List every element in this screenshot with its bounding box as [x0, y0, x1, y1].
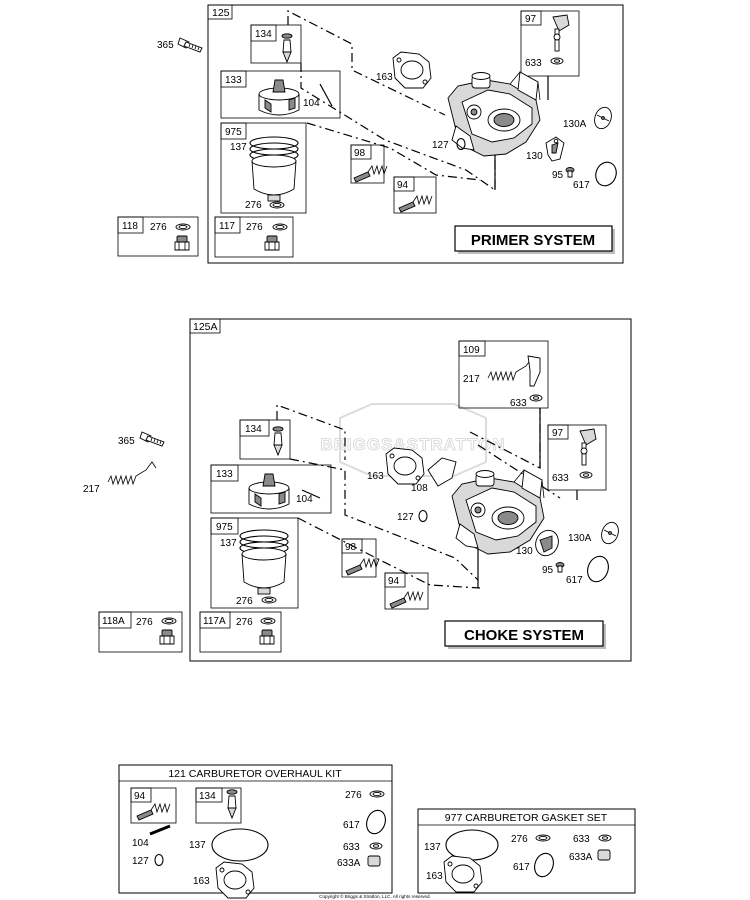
primer-label-118: 118 [122, 221, 138, 232]
choke-label-276-118A: 276 [136, 617, 153, 628]
svg-text:BRIGGS&STRATTON: BRIGGS&STRATTON [320, 435, 505, 454]
primer-label-134: 134 [255, 29, 272, 40]
kit977-label-137: 137 [424, 842, 441, 853]
primer-label-276-117: 276 [246, 222, 263, 233]
choke-label-217-109: 217 [463, 374, 480, 385]
primer-label-365: 365 [157, 40, 174, 51]
kit121-label-137: 137 [189, 840, 206, 851]
primer-label-117: 117 [219, 221, 235, 232]
kit121-label-134: 134 [199, 791, 216, 802]
primer-label-98: 98 [354, 148, 366, 159]
choke-label-98: 98 [345, 542, 357, 553]
choke-label-975: 975 [216, 522, 233, 533]
primer-label-137: 137 [230, 142, 247, 153]
choke-label-97: 97 [552, 428, 564, 439]
overhaul-kit-panel: 121 CARBURETOR OVERHAUL KIT 94 134 104 1… [118, 764, 393, 899]
choke-label-95: 95 [542, 565, 554, 576]
primer-label-95: 95 [552, 170, 564, 181]
choke-oring-617 [587, 555, 609, 583]
copyright-notice: Copyright © Briggs & Stratton, LLC. All … [319, 893, 431, 899]
choke-label-127: 127 [397, 512, 414, 523]
primer-label-276-bowl: 276 [245, 200, 262, 211]
primer-label-617: 617 [573, 180, 590, 191]
choke-label-365: 365 [118, 436, 135, 447]
choke-label-633-109: 633 [510, 398, 527, 409]
choke-label-118A: 118A [102, 616, 125, 627]
kit977-bowl-gasket [445, 829, 499, 861]
choke-label-133: 133 [216, 469, 233, 480]
kit121-label-104: 104 [132, 838, 149, 849]
kit977-label-163: 163 [426, 871, 443, 882]
kit121-label-163: 163 [193, 876, 210, 887]
choke-system-title: CHOKE SYSTEM [464, 627, 584, 644]
kit121-label-617: 617 [343, 820, 360, 831]
kit121-bowl-gasket [211, 828, 269, 862]
primer-label-975: 975 [225, 127, 242, 138]
choke-label-130A: 130A [568, 533, 592, 544]
overhaul-kit-title: 121 CARBURETOR OVERHAUL KIT [168, 768, 342, 780]
primer-label-127: 127 [432, 140, 449, 151]
primer-box-118 [117, 216, 199, 257]
primer-label-130A: 130A [563, 119, 587, 130]
primer-system-title: PRIMER SYSTEM [471, 232, 595, 249]
primer-oring-617 [595, 161, 617, 187]
gasket-set-title: 977 CARBURETOR GASKET SET [445, 812, 608, 824]
primer-label-94: 94 [397, 180, 409, 191]
choke-label-617: 617 [566, 575, 583, 586]
choke-group-number: 125A [193, 321, 218, 333]
primer-label-97: 97 [525, 14, 537, 25]
choke-label-276-bowl: 276 [236, 596, 253, 607]
primer-label-104: 104 [303, 98, 320, 109]
kit121-label-633A: 633A [337, 858, 361, 869]
kit121-label-127: 127 [132, 856, 149, 867]
kit121-label-276: 276 [345, 790, 362, 801]
primer-label-633: 633 [525, 58, 542, 69]
kit977-label-276: 276 [511, 834, 528, 845]
primer-group-number: 125 [212, 7, 230, 19]
kit121-label-94: 94 [134, 791, 146, 802]
choke-system-panel: 125A BRIGGS&STRATTON 134 133 104 975 137… [189, 318, 632, 662]
choke-label-94: 94 [388, 576, 400, 587]
choke-label-104: 104 [296, 494, 313, 505]
primer-label-133: 133 [225, 75, 242, 86]
choke-label-276-117A: 276 [236, 617, 253, 628]
kit977-label-633A: 633A [569, 852, 593, 863]
primer-label-130: 130 [526, 151, 543, 162]
choke-label-134: 134 [245, 424, 262, 435]
choke-label-117A: 117A [203, 616, 226, 627]
kit121-label-633: 633 [343, 842, 360, 853]
choke-box-118A [98, 611, 183, 653]
choke-label-137: 137 [220, 538, 237, 549]
choke-label-217: 217 [83, 484, 100, 495]
gasket-set-panel: 977 CARBURETOR GASKET SET 137 163 276 61… [417, 808, 636, 894]
choke-label-633-97: 633 [552, 473, 569, 484]
kit977-label-633: 633 [573, 834, 590, 845]
choke-plate-108 [427, 457, 457, 487]
choke-label-109: 109 [463, 345, 480, 356]
primer-system-panel: 125 134 133 104 975 137 276 117 276 98 [207, 4, 624, 264]
primer-label-163: 163 [376, 72, 393, 83]
choke-label-163: 163 [367, 471, 384, 482]
primer-label-276-118: 276 [150, 222, 167, 233]
choke-label-108: 108 [411, 483, 428, 494]
watermark: BRIGGS&STRATTON [320, 403, 505, 477]
kit977-label-617: 617 [513, 862, 530, 873]
choke-label-130: 130 [516, 546, 533, 557]
